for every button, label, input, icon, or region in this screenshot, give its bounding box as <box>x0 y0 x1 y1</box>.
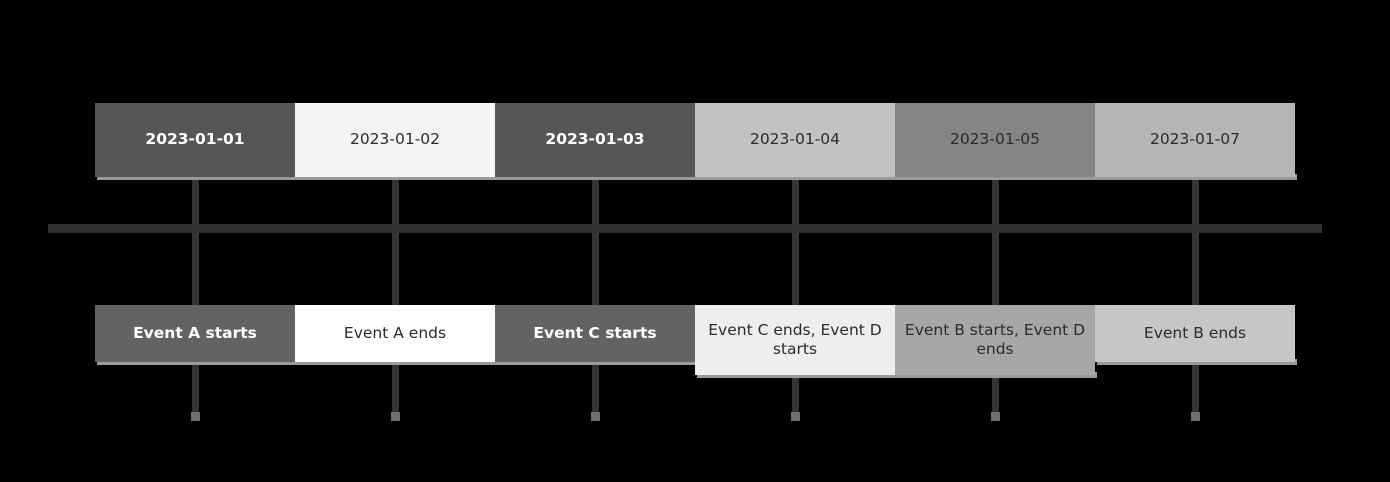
timeline-stem-cap <box>190 412 200 421</box>
timeline-stem-cap <box>790 412 800 421</box>
date-box-shadow <box>297 174 497 180</box>
timeline-stem <box>191 166 199 420</box>
timeline-event-box: Event C starts <box>495 305 695 362</box>
timeline-stem <box>1191 166 1199 420</box>
timeline-axis <box>48 224 1322 233</box>
date-box-shadow <box>1097 174 1297 180</box>
timeline-stem <box>391 166 399 420</box>
timeline-date-label: 2023-01-03 <box>545 130 645 149</box>
timeline-event-box: Event A ends <box>295 305 495 362</box>
event-box-shadow <box>1097 359 1297 365</box>
event-box-shadow <box>97 359 297 365</box>
timeline-date-box: 2023-01-03 <box>495 103 695 177</box>
event-box-shadow <box>297 359 497 365</box>
timeline-event-box: Event B starts, Event D ends <box>895 305 1095 375</box>
event-box-shadow <box>697 372 897 378</box>
timeline-event-label: Event A ends <box>343 323 447 342</box>
event-box-shadow <box>897 372 1097 378</box>
timeline-stem-cap <box>390 412 400 421</box>
timeline-date-label: 2023-01-02 <box>349 130 441 149</box>
timeline-stem-cap <box>590 412 600 421</box>
timeline-date-label: 2023-01-05 <box>949 130 1041 149</box>
timeline-event-label: Event B starts, Event D ends <box>904 320 1086 358</box>
timeline-event-box: Event A starts <box>95 305 295 362</box>
timeline-stem-cap <box>1190 412 1200 421</box>
date-box-shadow <box>697 174 897 180</box>
timeline-date-box: 2023-01-05 <box>895 103 1095 177</box>
timeline-date-box: 2023-01-04 <box>695 103 895 177</box>
timeline-stem <box>591 166 599 420</box>
timeline-stem-cap <box>990 412 1000 421</box>
timeline-event-label: Event C ends, Event D starts <box>708 320 882 358</box>
timeline-event-box: Event C ends, Event D starts <box>695 305 895 375</box>
timeline-date-box: 2023-01-01 <box>95 103 295 177</box>
timeline-date-label: 2023-01-04 <box>749 130 841 149</box>
timeline-date-box: 2023-01-02 <box>295 103 495 177</box>
timeline-date-box: 2023-01-07 <box>1095 103 1295 177</box>
timeline-date-label: 2023-01-07 <box>1149 130 1241 149</box>
timeline-date-label: 2023-01-01 <box>145 130 245 149</box>
timeline-event-label: Event A starts <box>133 323 257 342</box>
timeline-stem <box>991 166 999 420</box>
date-box-shadow <box>497 174 697 180</box>
timeline-stem <box>791 166 799 420</box>
timeline-event-label: Event C starts <box>533 323 657 342</box>
event-box-shadow <box>497 359 697 365</box>
date-box-shadow <box>97 174 297 180</box>
date-box-shadow <box>897 174 1097 180</box>
timeline-event-label: Event B ends <box>1143 323 1247 342</box>
timeline-event-box: Event B ends <box>1095 305 1295 362</box>
